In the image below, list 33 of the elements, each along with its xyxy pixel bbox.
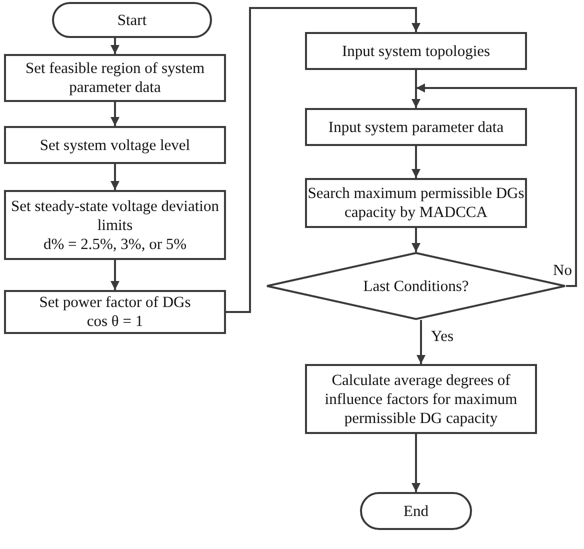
- node-text: Input system parameter data: [328, 118, 504, 136]
- arrow: [226, 7, 420, 313]
- arrow: [110, 260, 120, 290]
- process-box: [4, 54, 226, 102]
- process-box: [305, 178, 527, 228]
- node-text: Search maximum permissible DGs capacity by MADCCA: [307, 184, 525, 222]
- node-text: Set feasible region of system parameter data: [24, 59, 206, 97]
- node-text: cos θ = 1: [86, 312, 144, 331]
- node-text: Set system voltage level: [40, 136, 190, 154]
- process-box: [4, 290, 226, 334]
- arrow: [110, 102, 120, 126]
- arrow: [412, 434, 420, 492]
- node-text: Input system topologies: [342, 42, 490, 60]
- node-text: Start: [117, 10, 147, 30]
- process-box: [305, 364, 537, 434]
- arrow: [110, 164, 120, 190]
- terminal-shape: [360, 492, 472, 530]
- arrow: [416, 320, 426, 364]
- arrow: [412, 70, 420, 108]
- arrow: [416, 84, 577, 287]
- node-text: Set power factor of DGs: [39, 293, 191, 312]
- node-text: Last Conditions?: [363, 276, 469, 296]
- node-text: d% = 2.5%, 3%, or 5%: [43, 234, 187, 254]
- process-box: [4, 126, 226, 164]
- node-text: End: [404, 502, 428, 520]
- terminal-shape: [52, 2, 212, 38]
- arrow: [412, 228, 420, 252]
- process-box: [305, 32, 527, 70]
- process-box: [4, 190, 226, 260]
- process-box: [305, 108, 527, 146]
- node-text: Calculate average degrees of influence factors for maximum permissible DG capacity: [324, 370, 518, 428]
- arrow: [412, 146, 420, 178]
- arrow: [110, 38, 120, 54]
